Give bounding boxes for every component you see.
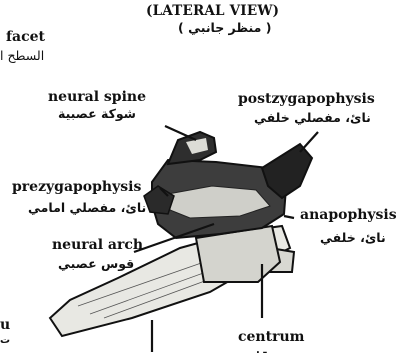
leader-postzygapophysis: [300, 132, 318, 152]
leader-neural-spine: [165, 126, 196, 140]
figure-title: (LATERAL VIEW): [146, 5, 279, 19]
label-neural-arch-arabic: قوس عصبي: [58, 258, 134, 271]
figure-title-arabic: ( منظر جانبي ): [178, 22, 271, 35]
label-neural-spine-arabic: شوكة عصبية: [58, 108, 136, 121]
leader-anapophysis: [284, 216, 294, 218]
label-facet: facet: [6, 30, 45, 44]
label-neural-spine: neural spine: [48, 90, 146, 104]
label-centrum: centrum: [238, 330, 304, 344]
label-prezygapophysis-arabic: نائ، مفصلي امامي: [28, 202, 146, 215]
label-facet-arabic: السطح ا: [0, 50, 44, 63]
label-centrum-arabic: ـ .: [256, 346, 267, 356]
label-neural-arch: neural arch: [52, 238, 143, 252]
label-postzygapophysis: postzygapophysis: [238, 92, 375, 106]
label-cut-left-arabic: ت: [0, 336, 10, 346]
label-prezygapophysis: prezygapophysis: [12, 180, 141, 194]
label-anapophysis: anapophysis: [300, 208, 397, 222]
label-cut-left: u: [0, 318, 10, 332]
label-anapophysis-arabic: نائ، خلفي: [320, 232, 386, 245]
label-postzygapophysis-arabic: نائ، مفصلي خلفي: [254, 112, 371, 125]
